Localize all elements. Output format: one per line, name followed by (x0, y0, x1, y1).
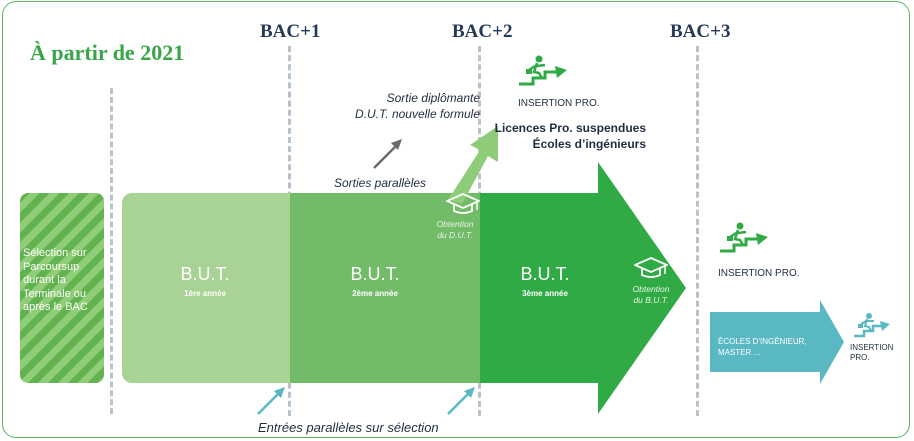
ecoles-master-text: ÉCOLES D'INGÉNIEUR, MASTER ... (718, 336, 818, 358)
career-climb-icon (720, 222, 768, 253)
milestone-bac3: BAC+3 (670, 21, 731, 42)
obtention-but-line1: Obtention (632, 284, 670, 294)
licences-ecoles: Licences Pro. suspendues Écoles d’ingéni… (486, 120, 646, 152)
headline: À partir de 2021 (30, 40, 185, 65)
sortie-diplomante-line1: Sortie diplômante (386, 91, 480, 105)
entrees-paralleles: Entrées parallèles sur sélection (258, 420, 439, 435)
insertion-right-line2: PRO. (850, 353, 870, 362)
teal-arrow (710, 300, 844, 384)
sorties-arrow-line (373, 143, 399, 169)
sortie-diplomante-line2: D.U.T. nouvelle formule (355, 107, 480, 121)
year2-label: 2ème année (352, 289, 398, 298)
sortie-diplomante: Sortie diplômante D.U.T. nouvelle formul… (340, 90, 480, 122)
career-climb-icon (854, 313, 890, 338)
year3-arrow (480, 162, 686, 414)
graduation-cap-icon (446, 193, 480, 214)
selection-box: Sélection sur Parcoursup durant la Termi… (20, 193, 104, 383)
ecoles-text: Écoles d’ingénieurs (532, 137, 646, 151)
insertion-right-line1: INSERTION (850, 343, 894, 352)
entree-arrow-1-head (274, 387, 285, 398)
obtention-dut: Obtention du D.U.T. (420, 219, 490, 241)
obtention-but: Obtention du B.U.T. (616, 284, 686, 306)
ecoles-master-line1: ÉCOLES D'INGÉNIEUR, (718, 337, 807, 346)
dut-exit-arrow (448, 126, 498, 204)
milestone-bac2: BAC+2 (452, 21, 513, 42)
sorties-paralleles: Sorties parallèles (334, 176, 427, 190)
insertion-pro-top: INSERTION PRO. (518, 98, 600, 109)
insertion-pro-right: INSERTION PRO. (850, 343, 893, 363)
sorties-arrow-head (391, 139, 402, 150)
ecoles-master-line2: MASTER ... (718, 348, 761, 357)
licences-text: Licences Pro. suspendues (494, 121, 646, 135)
obtention-dut-line2: du D.U.T. (437, 230, 473, 240)
year1-title: B.U.T. (180, 264, 230, 284)
year3-label: 3ème année (522, 289, 568, 298)
year2-block (290, 193, 480, 383)
guide-line-start (110, 88, 113, 414)
guide-line-bac3 (696, 46, 699, 416)
obtention-dut-line1: Obtention (436, 219, 474, 229)
entree-arrow-1-line (257, 391, 281, 415)
year2-title: B.U.T. (350, 264, 400, 284)
career-climb-icon (519, 55, 567, 86)
milestone-bac1: BAC+1 (260, 21, 321, 42)
entree-arrow-2-line (447, 391, 471, 415)
year1-label: 1ère année (184, 289, 226, 298)
year1-block (122, 193, 290, 383)
entree-arrow-2-head (464, 387, 475, 398)
year3-title: B.U.T. (520, 264, 570, 284)
obtention-but-line2: du B.U.T. (633, 295, 669, 305)
graduation-cap-icon (634, 257, 668, 278)
selection-text: Sélection sur Parcoursup durant la Termi… (23, 247, 88, 313)
insertion-pro-mid: INSERTION PRO. (718, 268, 800, 279)
